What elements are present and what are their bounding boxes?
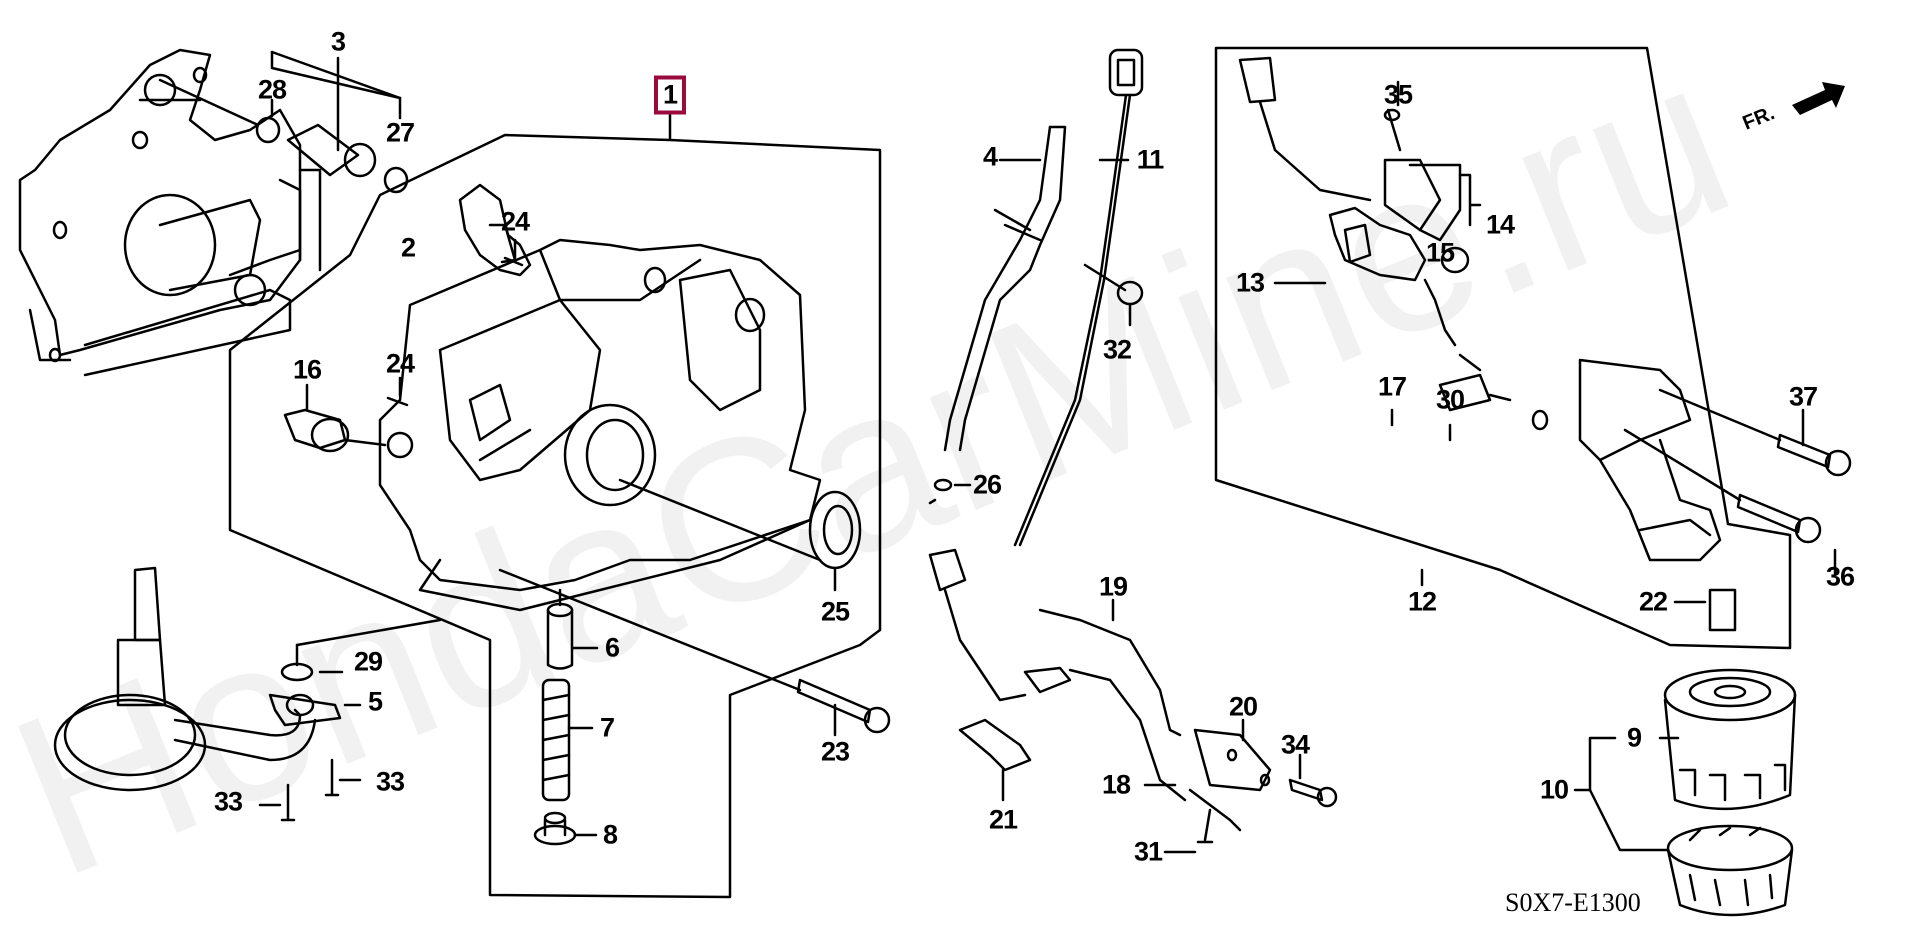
- oil-filter-drawing: [1573, 668, 1797, 917]
- part-label-14[interactable]: 14: [1485, 209, 1515, 240]
- part-label-36[interactable]: 36: [1825, 561, 1855, 592]
- part-label-12[interactable]: 12: [1407, 586, 1437, 617]
- part-label-1[interactable]: 1: [653, 75, 687, 115]
- part-label-28[interactable]: 28: [257, 74, 287, 105]
- part-label-33-left[interactable]: 33: [213, 786, 243, 817]
- part-label-7[interactable]: 7: [599, 712, 615, 743]
- oil-seal-drawing: [808, 490, 862, 592]
- strainer-assembly-outline: [1214, 46, 1792, 650]
- relief-valve-drawing: [158, 50, 409, 194]
- part-label-10[interactable]: 10: [1539, 774, 1569, 805]
- part-label-29[interactable]: 29: [353, 646, 383, 677]
- part-label-16[interactable]: 16: [292, 354, 322, 385]
- gasket-2-drawing: [458, 183, 532, 277]
- spool-valve-drawing: [1238, 56, 1852, 632]
- pump-assembly-outline: [228, 113, 882, 899]
- part-label-21[interactable]: 21: [988, 804, 1018, 835]
- part-label-24-left[interactable]: 24: [385, 348, 415, 379]
- part-label-15[interactable]: 15: [1425, 237, 1455, 268]
- part-label-4[interactable]: 4: [982, 141, 998, 172]
- part-label-27[interactable]: 27: [385, 117, 415, 148]
- part-label-30[interactable]: 30: [1435, 384, 1465, 415]
- diagram-code: S0X7-E1300: [1505, 888, 1641, 917]
- part-label-13[interactable]: 13: [1235, 267, 1265, 298]
- sensor-harness-drawing: [928, 548, 1338, 854]
- dowel-pins-drawing: [386, 238, 524, 407]
- bolt-23-drawing: [498, 568, 891, 737]
- part-label-34[interactable]: 34: [1280, 729, 1310, 760]
- part-label-31[interactable]: 31: [1133, 836, 1163, 867]
- part-label-24-top[interactable]: 24: [500, 206, 530, 237]
- oil-pump-drawing: [378, 238, 822, 612]
- part-label-20[interactable]: 20: [1228, 691, 1258, 722]
- part-label-19[interactable]: 19: [1098, 571, 1128, 602]
- part-label-22[interactable]: 22: [1638, 586, 1668, 617]
- engine-block-drawing: [18, 48, 322, 377]
- oil-pressure-switch-drawing: [283, 383, 387, 453]
- part-label-3[interactable]: 3: [330, 26, 346, 57]
- relief-valve-parts-drawing: [533, 588, 599, 846]
- part-label-6[interactable]: 6: [604, 632, 620, 663]
- front-label: FR.: [1740, 102, 1778, 134]
- part-label-5[interactable]: 5: [367, 686, 383, 717]
- part-label-33-right[interactable]: 33: [375, 766, 405, 797]
- part-label-32[interactable]: 32: [1102, 334, 1132, 365]
- part-label-17[interactable]: 17: [1377, 371, 1407, 402]
- part-label-26[interactable]: 26: [972, 469, 1002, 500]
- part-label-8[interactable]: 8: [602, 819, 618, 850]
- front-arrow-icon: [1792, 82, 1845, 115]
- front-direction-indicator: FR.: [1740, 82, 1845, 135]
- part-label-35[interactable]: 35: [1383, 79, 1413, 110]
- part-label-25[interactable]: 25: [820, 596, 850, 627]
- oil-strainer-drawing: [53, 566, 442, 822]
- part-label-11[interactable]: 11: [1136, 144, 1165, 175]
- part-label-2[interactable]: 2: [400, 232, 416, 263]
- part-label-18[interactable]: 18: [1101, 769, 1131, 800]
- part-label-9[interactable]: 9: [1626, 722, 1642, 753]
- dipstick-drawing: [928, 48, 1144, 547]
- part-label-23[interactable]: 23: [820, 736, 850, 767]
- part-label-37[interactable]: 37: [1788, 381, 1818, 412]
